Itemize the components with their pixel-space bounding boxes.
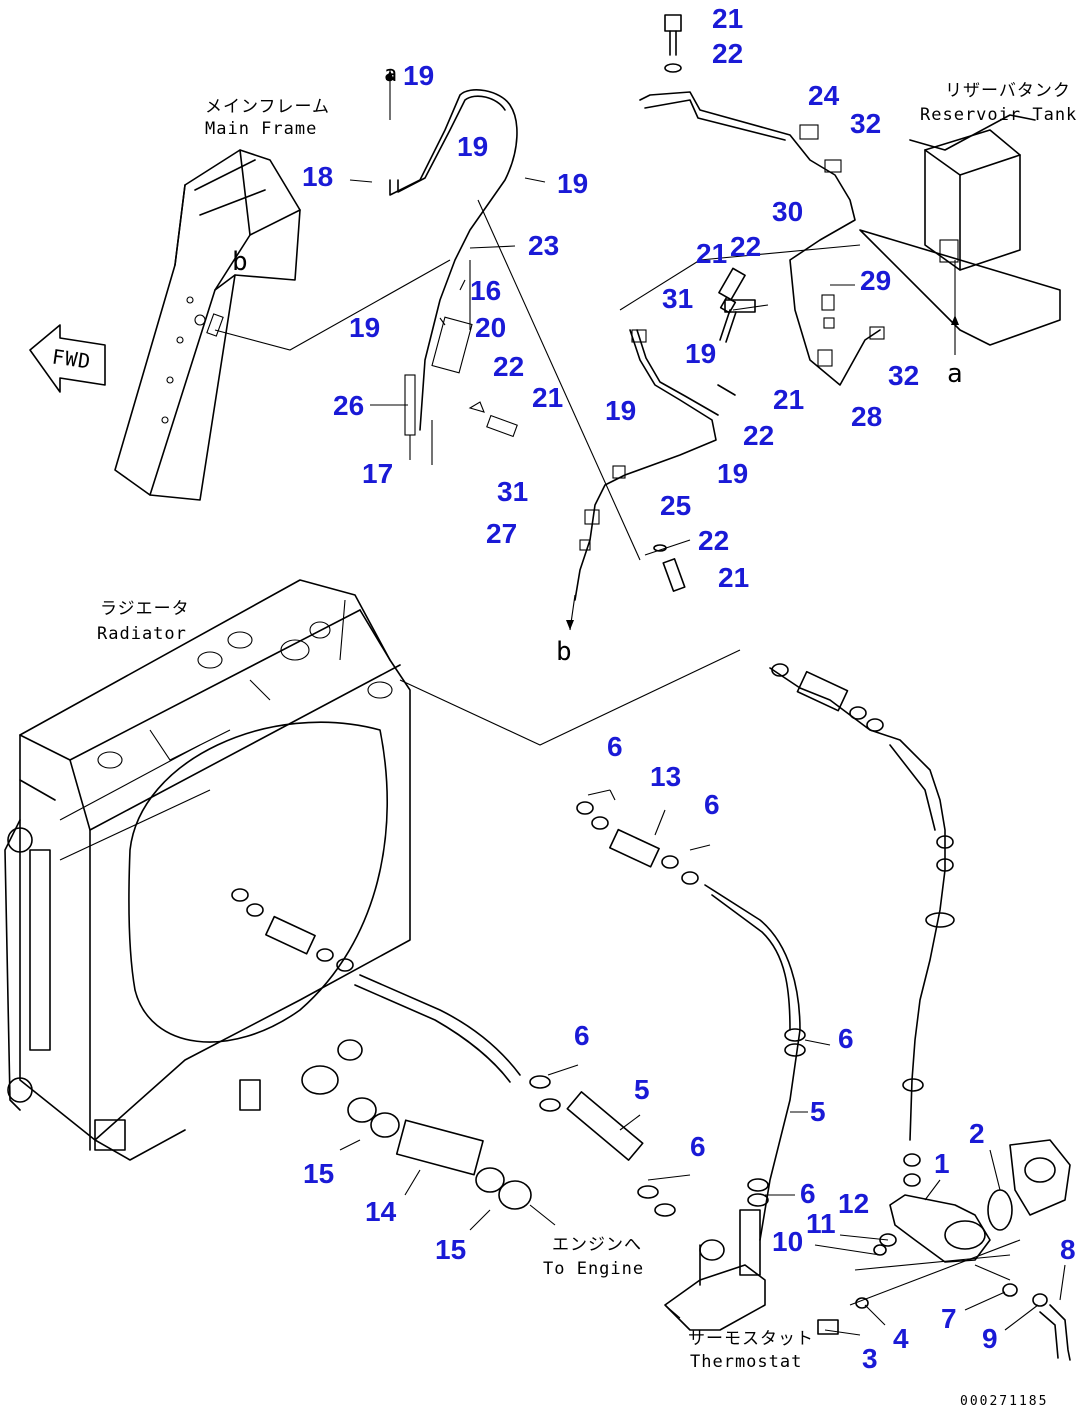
callout-7: 7 [941,1303,957,1334]
leader-lines [339,789,1066,1336]
callout-19: 19 [457,131,489,162]
reservoir-label-jp: リザーバタンク [945,81,1071,101]
callout-18: 18 [302,161,334,192]
callout-19: 19 [685,338,717,369]
marker-a-top: a [384,62,399,87]
marker-a-tank: a [947,359,964,389]
callout-5: 5 [810,1096,826,1127]
marker-b-bottom: b [556,637,573,667]
callout-22: 22 [730,231,762,262]
radiator-hoses-drawing [231,663,955,1241]
callout-11: 11 [806,1208,836,1239]
callout-5: 5 [634,1074,650,1105]
callout-13: 13 [650,761,682,792]
reservoir-tank-drawing [859,114,1061,355]
callout-19: 19 [557,168,589,199]
callout-21: 21 [718,562,750,593]
callout-4: 4 [893,1323,909,1354]
radiator-label-jp: ラジエータ [100,599,190,619]
radiator-drawing [4,579,741,1161]
callout-27: 27 [486,518,518,549]
engine-label-jp: エンジンへ [552,1235,642,1255]
reservoir-hose-drawing [619,91,885,386]
thermostat-label-en: Thermostat [690,1352,803,1372]
callout-23: 23 [528,230,560,261]
middle-hose-drawing [566,267,769,631]
callout-22: 22 [712,38,744,69]
callout-6: 6 [690,1131,706,1162]
callout-22: 22 [493,351,525,382]
callout-22: 22 [698,525,730,556]
callout-30: 30 [772,196,804,227]
callout-22: 22 [743,420,775,451]
callout-28: 28 [851,401,883,432]
callout-6: 6 [838,1023,854,1054]
callout-19: 19 [717,458,749,489]
callout-6: 6 [574,1020,590,1051]
document-id: 000271185 [960,1394,1049,1409]
fwd-arrow [29,324,106,393]
main-frame-drawing [114,149,451,501]
callout-8: 8 [1060,1234,1076,1265]
engine-label-en: To Engine [543,1259,645,1279]
callout-10: 10 [772,1226,804,1257]
thermostat-drawing [664,1209,766,1331]
callout-17: 17 [362,458,394,489]
callout-20: 20 [475,312,507,343]
callout-2: 2 [969,1118,985,1149]
callout-19: 19 [605,395,637,426]
main-frame-label-en: Main Frame [205,119,318,139]
callout-15: 15 [435,1234,467,1265]
callout-6: 6 [800,1178,816,1209]
callout-6: 6 [704,789,720,820]
callout-19: 19 [349,312,381,343]
callout-15: 15 [303,1158,335,1189]
radiator-label-en: Radiator [97,624,187,644]
thermostat-label-jp: サーモスタット [688,1329,814,1349]
callout-32: 32 [850,108,882,139]
callout-31: 31 [497,476,529,507]
callout-21: 21 [773,384,805,415]
callout-21: 21 [712,3,744,34]
callout-14: 14 [365,1196,397,1227]
callout-6: 6 [607,731,623,762]
vent-hose-drawing [349,70,641,561]
water-pipe-parts-drawing [817,1139,1071,1361]
reservoir-label-en: Reservoir Tank [920,105,1078,125]
callout-31: 31 [662,283,694,314]
callout-26: 26 [333,390,365,421]
callout-29: 29 [860,265,892,296]
callout-9: 9 [982,1323,998,1354]
callout-32: 32 [888,360,920,391]
callout-1: 1 [934,1148,950,1179]
callout-16: 16 [470,275,502,306]
main-frame-label-jp: メインフレーム [205,97,330,117]
callout-24: 24 [808,80,840,111]
callout-21: 21 [696,238,728,269]
callout-19: 19 [403,60,435,91]
callout-21: 21 [532,382,564,413]
marker-b-frame: b [232,247,249,277]
callout-12: 12 [838,1188,870,1219]
callout-3: 3 [862,1343,878,1374]
bolt-top [664,14,682,73]
callout-25: 25 [660,490,692,521]
